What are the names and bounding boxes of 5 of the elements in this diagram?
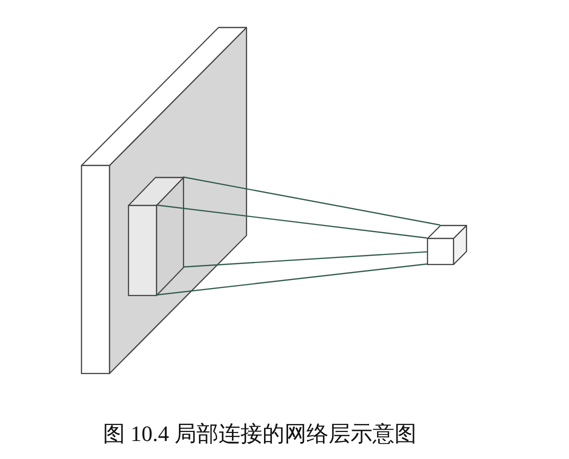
caption: 图 10.4 局部连接的网络层示意图 — [103, 421, 416, 447]
connection-line — [156, 204, 428, 239]
connection-line — [182, 176, 440, 226]
connection-line — [182, 251, 428, 268]
connection-line — [156, 263, 428, 296]
